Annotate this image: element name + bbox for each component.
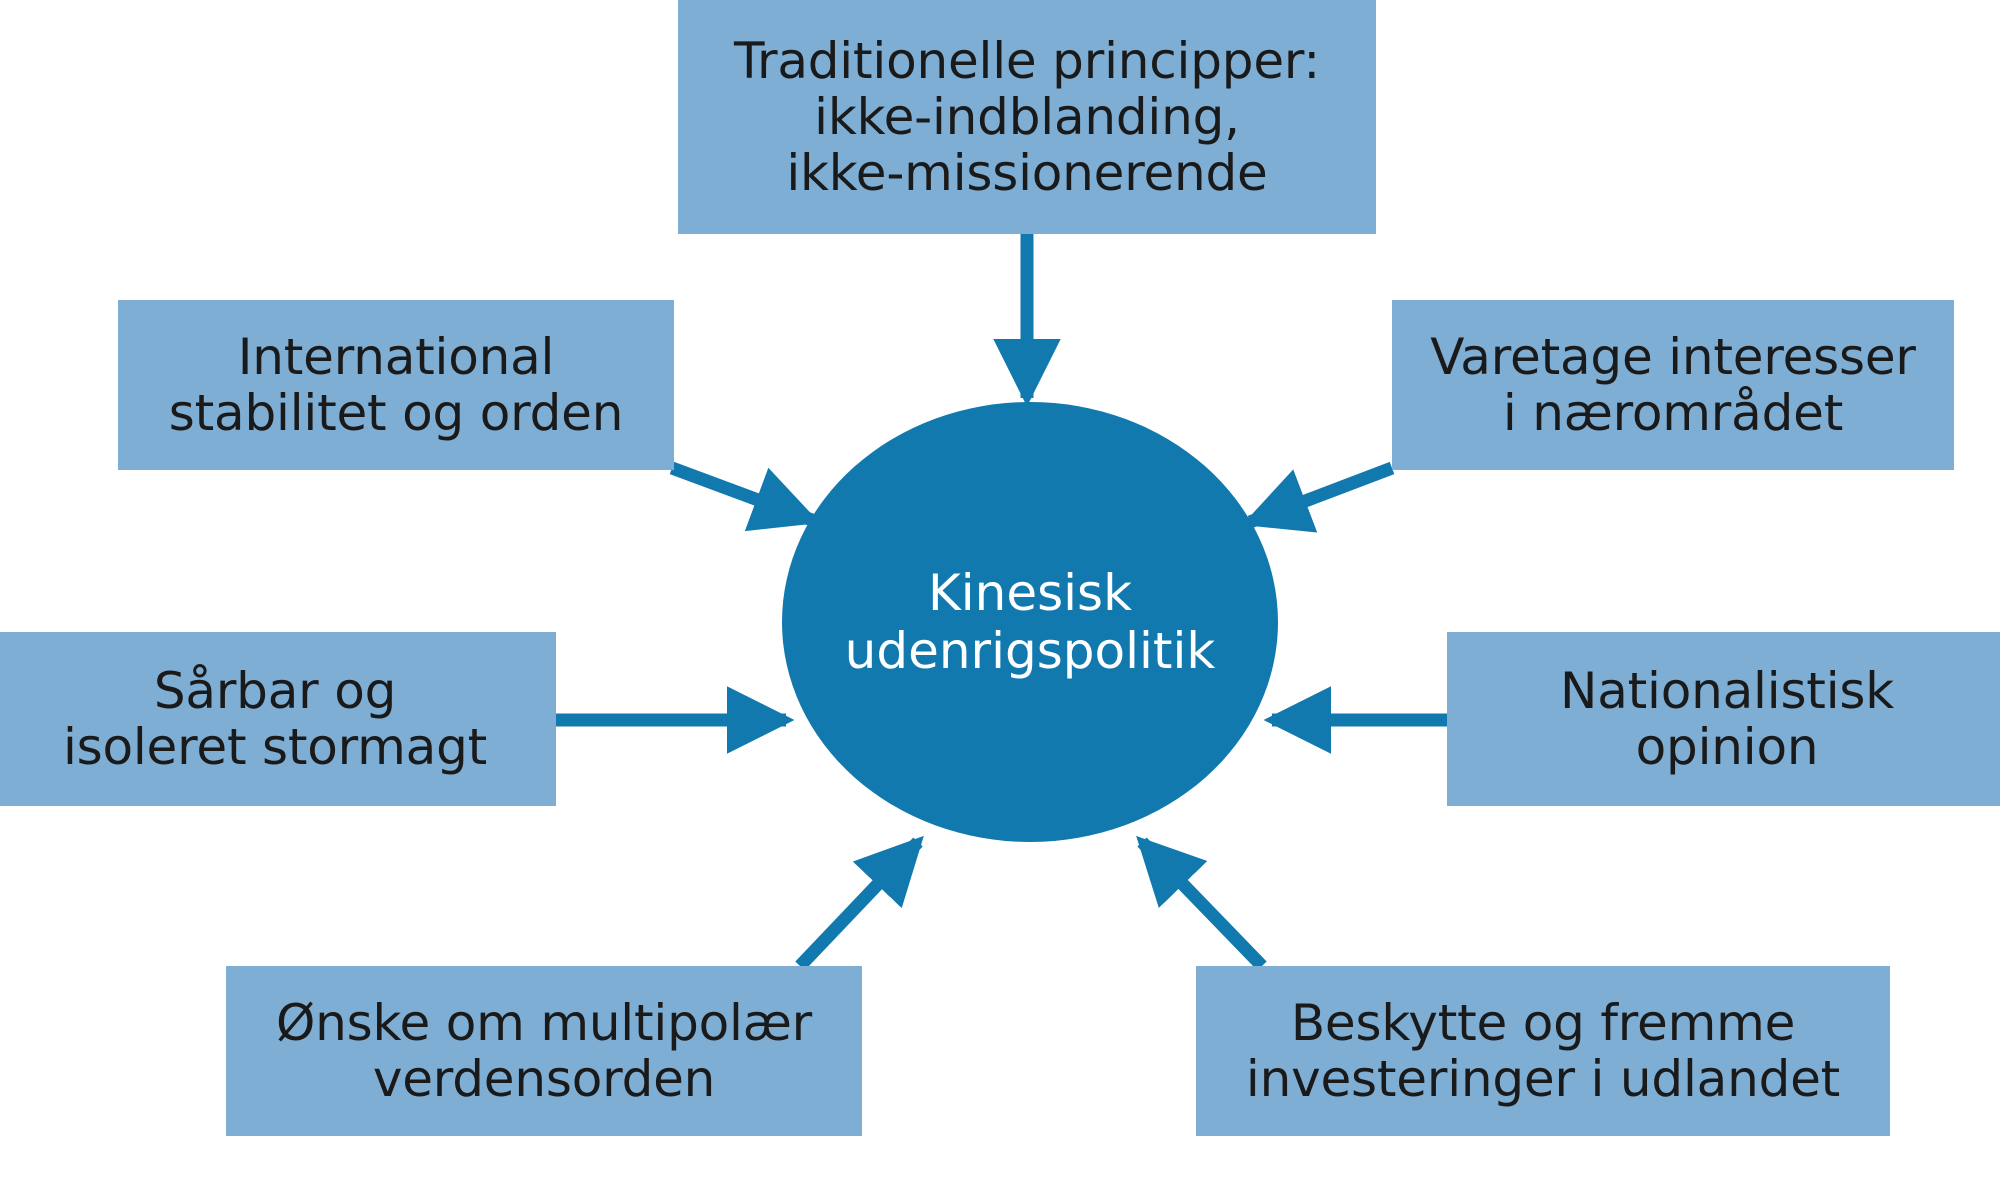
node-label: Sårbar og isoleret stormagt bbox=[62, 662, 488, 776]
arrow-varetage-interesser bbox=[1242, 461, 1395, 533]
arrow-beskytte-investeringer bbox=[1136, 835, 1267, 971]
node-label: International stabilitet og orden bbox=[168, 328, 624, 442]
node-saarbar-stormagt[interactable]: Sårbar og isoleret stormagt bbox=[0, 632, 556, 806]
node-label: Varetage interesser i nærområdet bbox=[1430, 328, 1916, 442]
node-traditionelle-principper[interactable]: Traditionelle principper: ikke-indblandi… bbox=[678, 0, 1376, 234]
node-multipolaer-verdensorden[interactable]: Ønske om multipolær verdensorden bbox=[226, 966, 862, 1136]
node-label: Ønske om multipolær verdensorden bbox=[276, 994, 812, 1108]
node-nationalistisk-opinion[interactable]: Nationalistisk opinion bbox=[1447, 632, 2000, 806]
node-label: Beskytte og fremme investeringer i udlan… bbox=[1245, 994, 1841, 1108]
arrow-international-stabilitet bbox=[669, 461, 820, 532]
center-node-label: Kinesisk udenrigspolitik bbox=[844, 564, 1216, 680]
node-label: Nationalistisk opinion bbox=[1560, 662, 1894, 776]
arrow-multipolaer-verdensorden bbox=[795, 835, 924, 971]
node-international-stabilitet[interactable]: International stabilitet og orden bbox=[118, 300, 674, 470]
node-center-kinesisk-udenrigspolitik[interactable]: Kinesisk udenrigspolitik bbox=[782, 402, 1278, 842]
node-varetage-interesser[interactable]: Varetage interesser i nærområdet bbox=[1392, 300, 1954, 470]
node-beskytte-investeringer[interactable]: Beskytte og fremme investeringer i udlan… bbox=[1196, 966, 1890, 1136]
node-label: Traditionelle principper: ikke-indblandi… bbox=[733, 32, 1321, 202]
